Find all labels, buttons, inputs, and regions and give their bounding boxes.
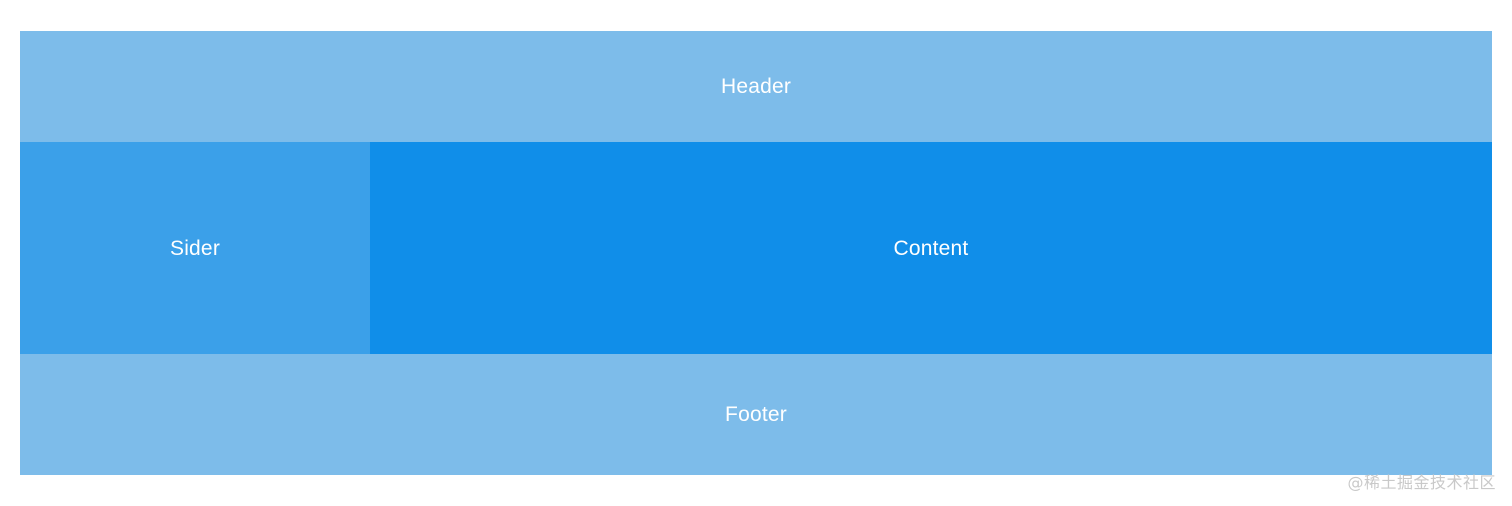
- sider-region: Sider: [20, 142, 370, 354]
- watermark-text: @稀土掘金技术社区: [1347, 473, 1496, 493]
- content-region: Content: [370, 142, 1492, 354]
- content-label: Content: [893, 236, 969, 260]
- footer-label: Footer: [725, 403, 787, 426]
- header-region: Header: [20, 31, 1492, 142]
- sider-label: Sider: [169, 236, 221, 260]
- footer-region: Footer: [20, 354, 1492, 475]
- header-label: Header: [720, 75, 792, 98]
- body-region: Sider Content: [20, 142, 1492, 354]
- layout-diagram: Header Sider Content Footer: [20, 31, 1492, 475]
